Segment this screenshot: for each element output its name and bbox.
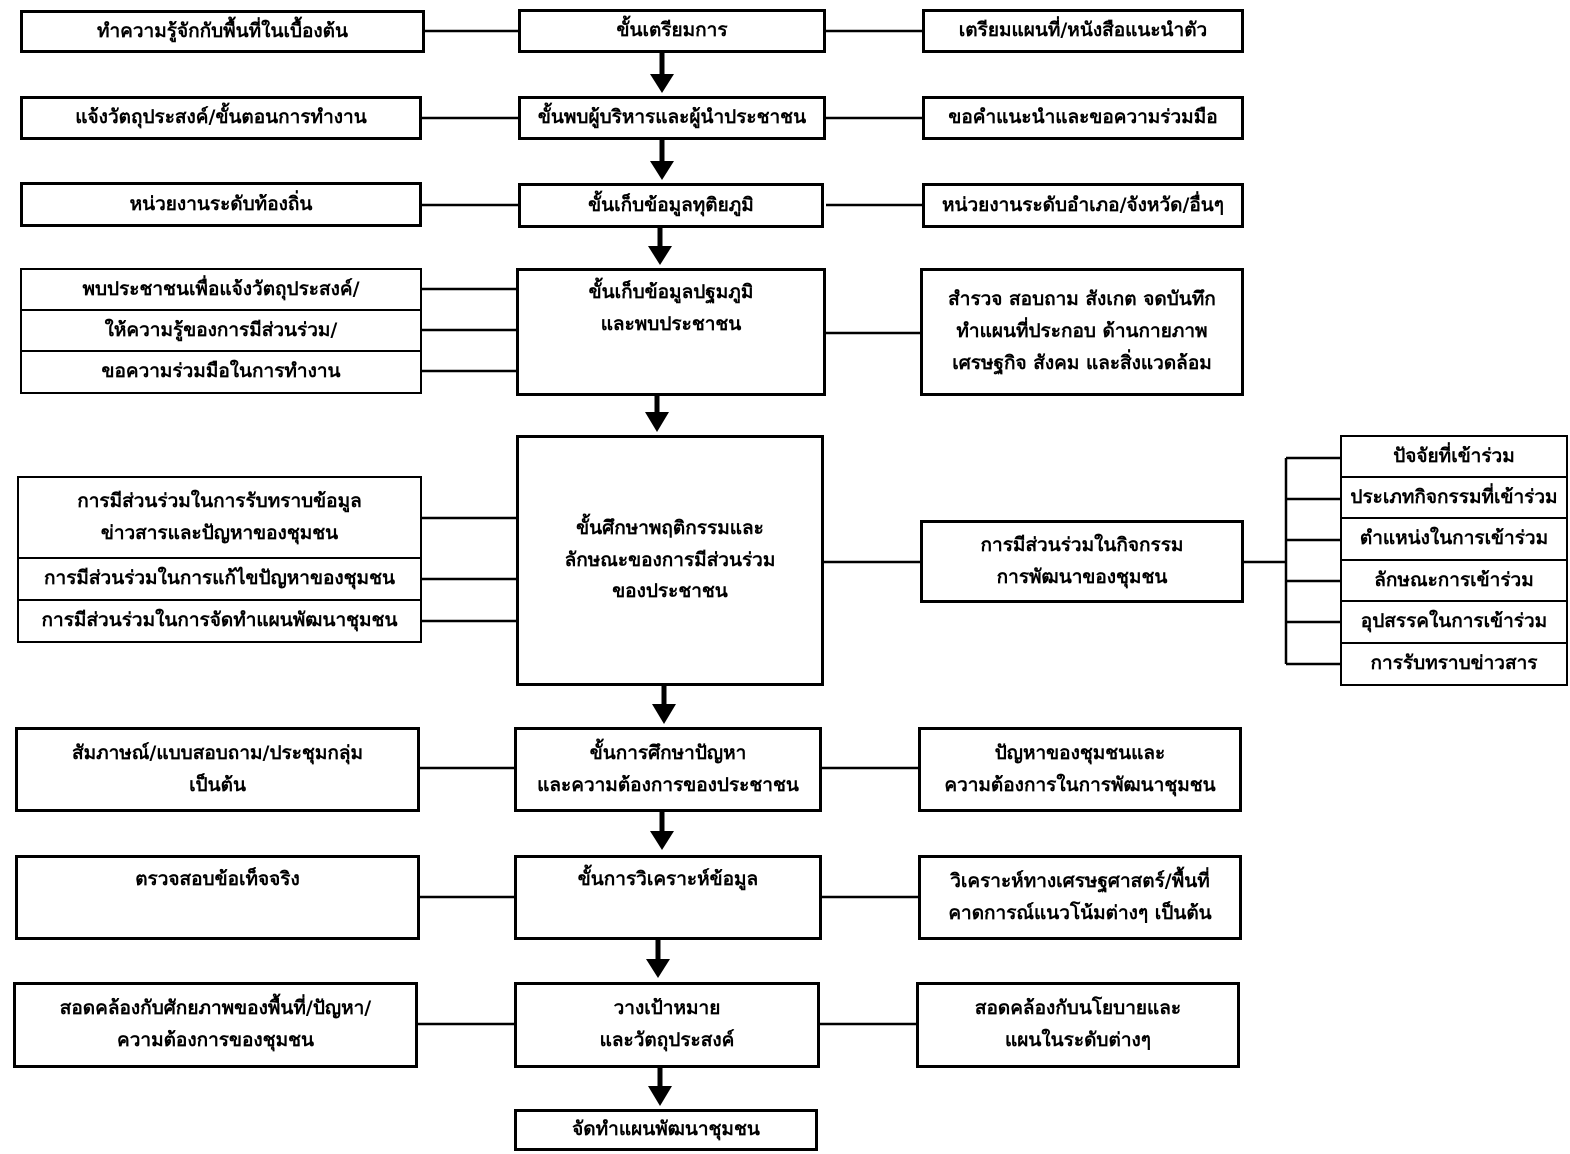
flow-arrowhead-1 xyxy=(650,74,674,93)
note-text: การมีส่วนร่วมในการแก้ไขปัญหาของชุมชน xyxy=(44,567,395,590)
left-note-participation-planning: การมีส่วนร่วมในการจัดทำแผนพัฒนาชุมชน xyxy=(17,599,422,643)
note-text: ขอคำแนะนำและขอความร่วมมือ xyxy=(948,106,1218,129)
left-note-participation-information: การมีส่วนร่วมในการรับทราบข้อมูล ข่าวสารแ… xyxy=(17,476,422,559)
step-problem-study: ขั้นการศึกษาปัญหา และความต้องการของประชา… xyxy=(514,727,822,812)
left-note-objectives: แจ้งวัตถุประสงค์/ขั้นตอนการทำงาน xyxy=(20,96,422,140)
note-text: อุปสรรคในการเข้าร่วม xyxy=(1360,610,1548,633)
note-text: พบประชาชนเพื่อแจ้งวัตถุประสงค์/ xyxy=(82,277,360,300)
right-note-economic-analysis: วิเคราะห์ทางเศรษฐศาสตร์/พื้นที่ คาดการณ์… xyxy=(918,855,1242,940)
left-note-area-potential: สอดคล้องกับศักยภาพของพื้นที่/ปัญหา/ ความ… xyxy=(13,982,418,1068)
right-note-activity-participation: การมีส่วนร่วมในกิจกรรม การพัฒนาของชุมชน xyxy=(920,520,1244,603)
note-text: สอดคล้องกับศักยภาพของพื้นที่/ปัญหา/ xyxy=(59,997,372,1020)
right-note-field-survey: สำรวจ สอบถาม สังเกต จดบันทึก ทำแผนที่ประ… xyxy=(920,268,1244,396)
step-label: ขั้นเตรียมการ xyxy=(616,19,728,42)
far-right-factors: ปัจจัยที่เข้าร่วม xyxy=(1340,435,1568,478)
note-text: หน่วยงานระดับท้องถิ่น xyxy=(129,192,313,215)
far-right-news-awareness: การรับทราบข่าวสาร xyxy=(1340,642,1568,686)
far-right-participation-style: ลักษณะการเข้าร่วม xyxy=(1340,559,1568,602)
left-note-cooperation: ขอความร่วมมือในการทำงาน xyxy=(20,350,422,394)
step-label: ขั้นการศึกษาปัญหา xyxy=(589,741,747,764)
note-text: เศรษฐกิจ สังคม และสิ่งแวดล้อม xyxy=(952,351,1212,374)
note-text: หน่วยงานระดับอำเภอ/จังหวัด/อื่นๆ xyxy=(942,193,1224,216)
right-note-policy-alignment: สอดคล้องกับนโยบายและ แผนในระดับต่างๆ xyxy=(916,982,1240,1068)
left-note-local-agencies: หน่วยงานระดับท้องถิ่น xyxy=(20,182,422,227)
left-note-survey-methods: สัมภาษณ์/แบบสอบถาม/ประชุมกลุ่ม เป็นต้น xyxy=(15,727,420,812)
step-label: จัดทำแผนพัฒนาชุมชน xyxy=(572,1118,760,1141)
note-text: คาดการณ์แนวโน้มต่างๆ เป็นต้น xyxy=(948,901,1212,924)
note-text: การมีส่วนร่วมในการรับทราบข้อมูล xyxy=(77,489,362,512)
note-text: ข่าวสารและปัญหาของชุมชน xyxy=(100,521,339,544)
step-label: วางเป้าหมาย xyxy=(613,997,721,1020)
right-note-community-problems: ปัญหาของชุมชนและ ความต้องการในการพัฒนาชุ… xyxy=(918,727,1242,812)
flow-arrowhead-8 xyxy=(648,1086,672,1106)
step-label: และความต้องการของประชาชน xyxy=(537,773,799,796)
note-text: สัมภาษณ์/แบบสอบถาม/ประชุมกลุ่ม xyxy=(71,741,364,764)
step-label: ของประชาชน xyxy=(612,580,728,603)
flow-arrowhead-3 xyxy=(648,246,672,265)
step-goal-setting: วางเป้าหมาย และวัตถุประสงค์ xyxy=(514,982,820,1068)
note-text: ลักษณะการเข้าร่วม xyxy=(1374,568,1534,591)
step-secondary-data: ขั้นเก็บข้อมูลทุติยภูมิ xyxy=(518,183,824,228)
step-primary-data: ขั้นเก็บข้อมูลปฐมภูมิ และพบประชาชน xyxy=(516,268,826,396)
step-label: ขั้นเก็บข้อมูลทุติยภูมิ xyxy=(588,193,754,216)
note-text: ทำแผนที่ประกอบ ด้านกายภาพ xyxy=(956,320,1208,343)
step-label: ลักษณะของการมีส่วนร่วม xyxy=(564,548,776,571)
far-right-obstacles: อุปสรรคในการเข้าร่วม xyxy=(1340,600,1568,644)
note-text: ความต้องการของชุมชน xyxy=(117,1029,314,1051)
far-right-positions: ตำแหน่งในการเข้าร่วม xyxy=(1340,517,1568,561)
note-text: แผนในระดับต่างๆ xyxy=(1005,1029,1151,1051)
step-meet-leaders: ขั้นพบผู้บริหารและผู้นำประชาชน xyxy=(518,96,826,140)
note-text: ขอความร่วมมือในการทำงาน xyxy=(101,360,341,383)
note-text: การมีส่วนร่วมในกิจกรรม xyxy=(980,533,1184,556)
step-label: ขั้นเก็บข้อมูลปฐมภูมิ xyxy=(588,281,754,303)
flow-arrowhead-6 xyxy=(650,831,674,850)
note-text: เป็นต้น xyxy=(189,773,246,796)
note-text: ปัจจัยที่เข้าร่วม xyxy=(1393,444,1515,467)
note-text: ความต้องการในการพัฒนาชุมชน xyxy=(944,773,1216,796)
note-text: ทำความรู้จักกับพื้นที่ในเบื้องต้น xyxy=(96,19,349,42)
flow-arrowhead-4 xyxy=(645,412,669,432)
flow-arrowhead-2 xyxy=(650,161,674,180)
step-participation-study: ขั้นศึกษาพฤติกรรมและ ลักษณะของการมีส่วนร… xyxy=(516,435,824,686)
left-note-area-intro: ทำความรู้จักกับพื้นที่ในเบื้องต้น xyxy=(20,10,425,53)
far-right-activity-types: ประเภทกิจกรรมที่เข้าร่วม xyxy=(1340,476,1568,519)
right-note-maps: เตรียมแผนที่/หนังสือแนะนำตัว xyxy=(922,9,1244,53)
note-text: การมีส่วนร่วมในการจัดทำแผนพัฒนาชุมชน xyxy=(41,609,398,632)
step-data-analysis: ขั้นการวิเคราะห์ข้อมูล xyxy=(514,855,822,940)
note-text: สอดคล้องกับนโยบายและ xyxy=(974,997,1182,1020)
step-preparation: ขั้นเตรียมการ xyxy=(518,9,826,53)
step-label: และวัตถุประสงค์ xyxy=(599,1029,735,1051)
note-text: การรับทราบข่าวสาร xyxy=(1370,652,1538,675)
left-note-fact-check: ตรวจสอบข้อเท็จจริง xyxy=(15,855,420,940)
step-label: และพบประชาชน xyxy=(600,312,742,335)
note-text: เตรียมแผนที่/หนังสือแนะนำตัว xyxy=(958,19,1208,42)
note-text: ตำแหน่งในการเข้าร่วม xyxy=(1359,527,1549,550)
step-label: ขั้นการวิเคราะห์ข้อมูล xyxy=(577,868,759,890)
flow-arrowhead-7 xyxy=(646,959,670,978)
step-label: ขั้นพบผู้บริหารและผู้นำประชาชน xyxy=(537,106,807,129)
right-note-advice: ขอคำแนะนำและขอความร่วมมือ xyxy=(922,96,1244,140)
step-development-plan: จัดทำแผนพัฒนาชุมชน xyxy=(514,1109,818,1151)
right-note-district-agencies: หน่วยงานระดับอำเภอ/จังหวัด/อื่นๆ xyxy=(922,183,1244,228)
flow-arrowhead-5 xyxy=(652,704,676,724)
note-text: การพัฒนาของชุมชน xyxy=(996,565,1168,588)
note-text: ให้ความรู้ของการมีส่วนร่วม/ xyxy=(104,318,338,341)
note-text: ตรวจสอบข้อเท็จจริง xyxy=(135,868,300,890)
note-text: สำรวจ สอบถาม สังเกต จดบันทึก xyxy=(948,288,1216,311)
step-label: ขั้นศึกษาพฤติกรรมและ xyxy=(576,516,764,539)
note-text: แจ้งวัตถุประสงค์/ขั้นตอนการทำงาน xyxy=(75,106,367,129)
left-note-participation-problem-solving: การมีส่วนร่วมในการแก้ไขปัญหาของชุมชน xyxy=(17,557,422,601)
note-text: ปัญหาของชุมชนและ xyxy=(994,741,1166,764)
note-text: วิเคราะห์ทางเศรษฐศาสตร์/พื้นที่ xyxy=(950,869,1210,892)
left-note-meet-people: พบประชาชนเพื่อแจ้งวัตถุประสงค์/ xyxy=(20,268,422,311)
left-note-participation-knowledge: ให้ความรู้ของการมีส่วนร่วม/ xyxy=(20,309,422,352)
note-text: ประเภทกิจกรรมที่เข้าร่วม xyxy=(1350,485,1558,508)
